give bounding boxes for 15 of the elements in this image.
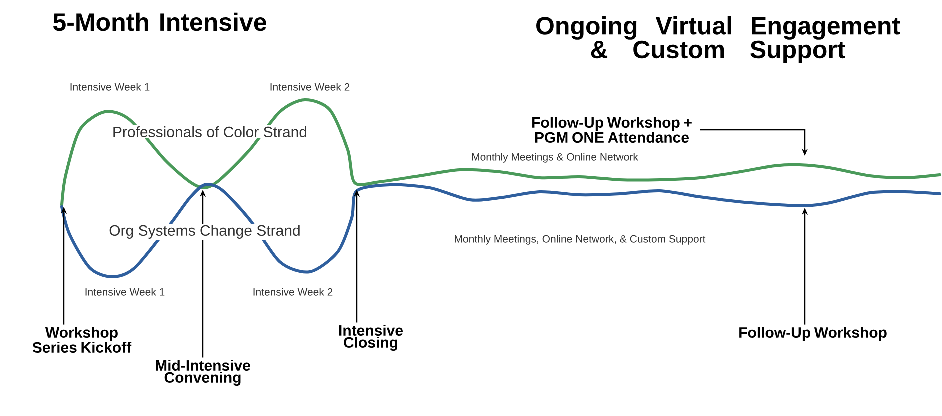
milestone-label: Intensive Closing: [340, 324, 403, 352]
milestone-label: Workshop Series Kickoff: [32, 327, 132, 353]
section-heading: Ongoing Virtual Engagement & Custom Support: [536, 16, 900, 64]
phase-label: Monthly Meetings, Online Network, & Custom Support: [455, 235, 706, 245]
phase-label: Monthly Meetings & Online Network: [472, 153, 638, 163]
strand-label: Professionals of Color Strand: [111, 126, 309, 138]
milestone-label: Mid-Intensive Convening: [156, 360, 250, 386]
phase-label: Intensive Week 2: [270, 83, 350, 91]
section-heading: 5-Month Intensive: [54, 12, 266, 32]
phase-label: Intensive Week 1: [70, 83, 150, 91]
milestone-label: Follow-Up Workshop: [740, 327, 887, 341]
strand-label: Org Systems Change Strand: [108, 224, 302, 240]
phase-label: Intensive Week 1: [86, 288, 165, 296]
phase-label: Intensive Week 2: [254, 288, 333, 296]
milestone-label: Follow-Up Workshop + PGM ONE Attendance: [532, 117, 692, 143]
